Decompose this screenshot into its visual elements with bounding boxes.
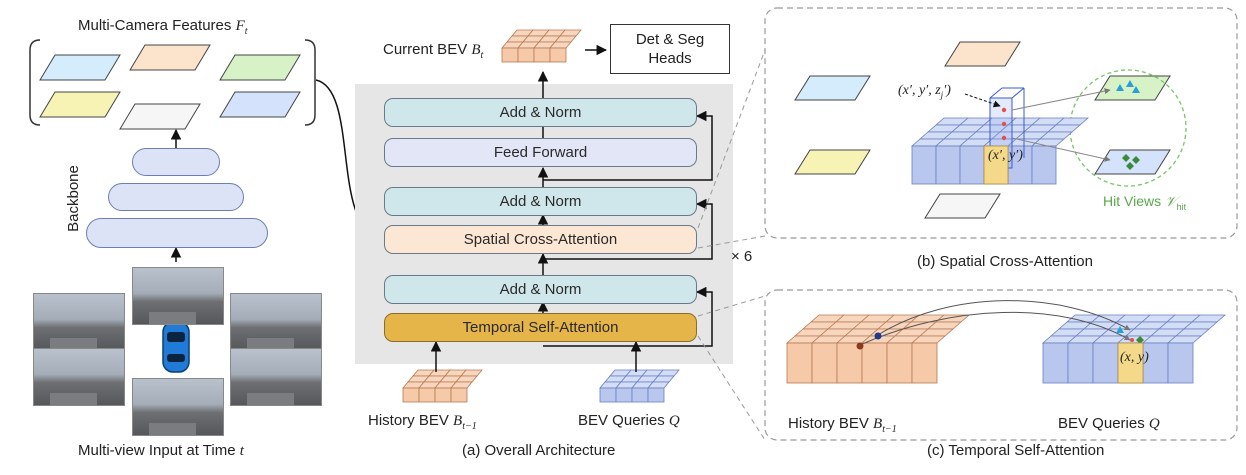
ego-car-icon	[162, 321, 190, 373]
panel-c-frame	[764, 289, 1238, 441]
caption-c: (c) Temporal Self-Attention	[927, 442, 1105, 459]
point-2d-label: (x′, y′)	[988, 148, 1023, 163]
heads-line-1: Det & Seg	[635, 31, 705, 48]
add-norm-middle: Add & Norm	[384, 187, 697, 216]
feature-planes	[39, 44, 301, 130]
camera-back-left	[33, 348, 125, 406]
feature-plane-blue	[39, 54, 121, 81]
camera-front-left	[33, 293, 125, 351]
add-norm-top: Add & Norm	[384, 98, 697, 127]
hit-views-label: Hit Views 𝒱hit	[1103, 193, 1187, 212]
projection-arrows	[1011, 88, 1111, 162]
panel-c-query-grid	[1041, 314, 1227, 384]
temporal-self-attention-block: Temporal Self-Attention	[384, 313, 697, 342]
panel-c-zoom-lines	[697, 295, 766, 441]
backbone-layer-top	[132, 148, 220, 176]
highlighted-cell	[983, 145, 1009, 185]
backbone-layer-middle	[108, 183, 244, 211]
history-bev-grid	[402, 369, 483, 403]
camera-back	[132, 378, 224, 436]
hit-views-circle	[1069, 69, 1187, 187]
feature-bracket	[29, 39, 316, 126]
panel-c-queries-label: BEV Queries Q	[1058, 415, 1160, 432]
panel-c-history-label: History BEV Bt−1	[788, 415, 897, 435]
backbone-layer-bottom	[86, 218, 268, 248]
current-bev-label: Current BEV Bt	[383, 41, 484, 61]
heads-line-2: Heads	[648, 50, 692, 67]
spatial-cross-attention-block: Spatial Cross-Attention	[384, 225, 697, 254]
panel-c-point-label: (x, y)	[1120, 350, 1149, 365]
panel-c-history-grid	[785, 314, 971, 384]
hit-view-points	[1116, 80, 1140, 170]
repeat-label: × 6	[731, 248, 753, 265]
hit-view-blue-plane	[1094, 149, 1171, 175]
point-leader	[964, 93, 1001, 108]
panel-b-zoom-lines	[697, 49, 766, 249]
bev-queries-grid	[599, 369, 680, 403]
feature-plane-yellow	[39, 91, 121, 118]
feature-plane-peach	[129, 44, 211, 71]
feature-plane-white	[119, 103, 201, 130]
temporal-points	[856, 326, 1144, 350]
current-bev-grid	[501, 29, 582, 63]
feature-plane-lightblue	[219, 91, 301, 118]
panel-b-frame	[764, 7, 1238, 239]
feed-forward-block: Feed Forward	[384, 138, 697, 167]
history-bev-label: History BEV Bt−1	[368, 412, 477, 432]
det-seg-heads-box: Det & Seg Heads	[610, 24, 730, 74]
bev-queries-label: BEV Queries Q	[578, 412, 680, 429]
caption-a: (a) Overall Architecture	[462, 442, 616, 459]
input-caption: Multi-view Input at Time t	[78, 442, 244, 459]
panel-b-planes	[794, 41, 1171, 219]
camera-back-right	[230, 348, 322, 406]
temporal-arrows	[859, 300, 1131, 346]
feature-plane-green	[219, 54, 301, 81]
backbone-label: Backbone	[64, 165, 82, 232]
features-title: Multi-Camera Features Ft	[78, 17, 248, 37]
highlighted-cell	[1117, 342, 1144, 384]
add-norm-bottom: Add & Norm	[384, 275, 697, 304]
caption-b: (b) Spatial Cross-Attention	[917, 253, 1093, 270]
camera-front	[132, 267, 224, 325]
camera-front-right	[230, 293, 322, 351]
hit-view-green-plane	[1094, 75, 1171, 101]
point-3d-label: (x′, y′, zj′)	[898, 83, 951, 100]
